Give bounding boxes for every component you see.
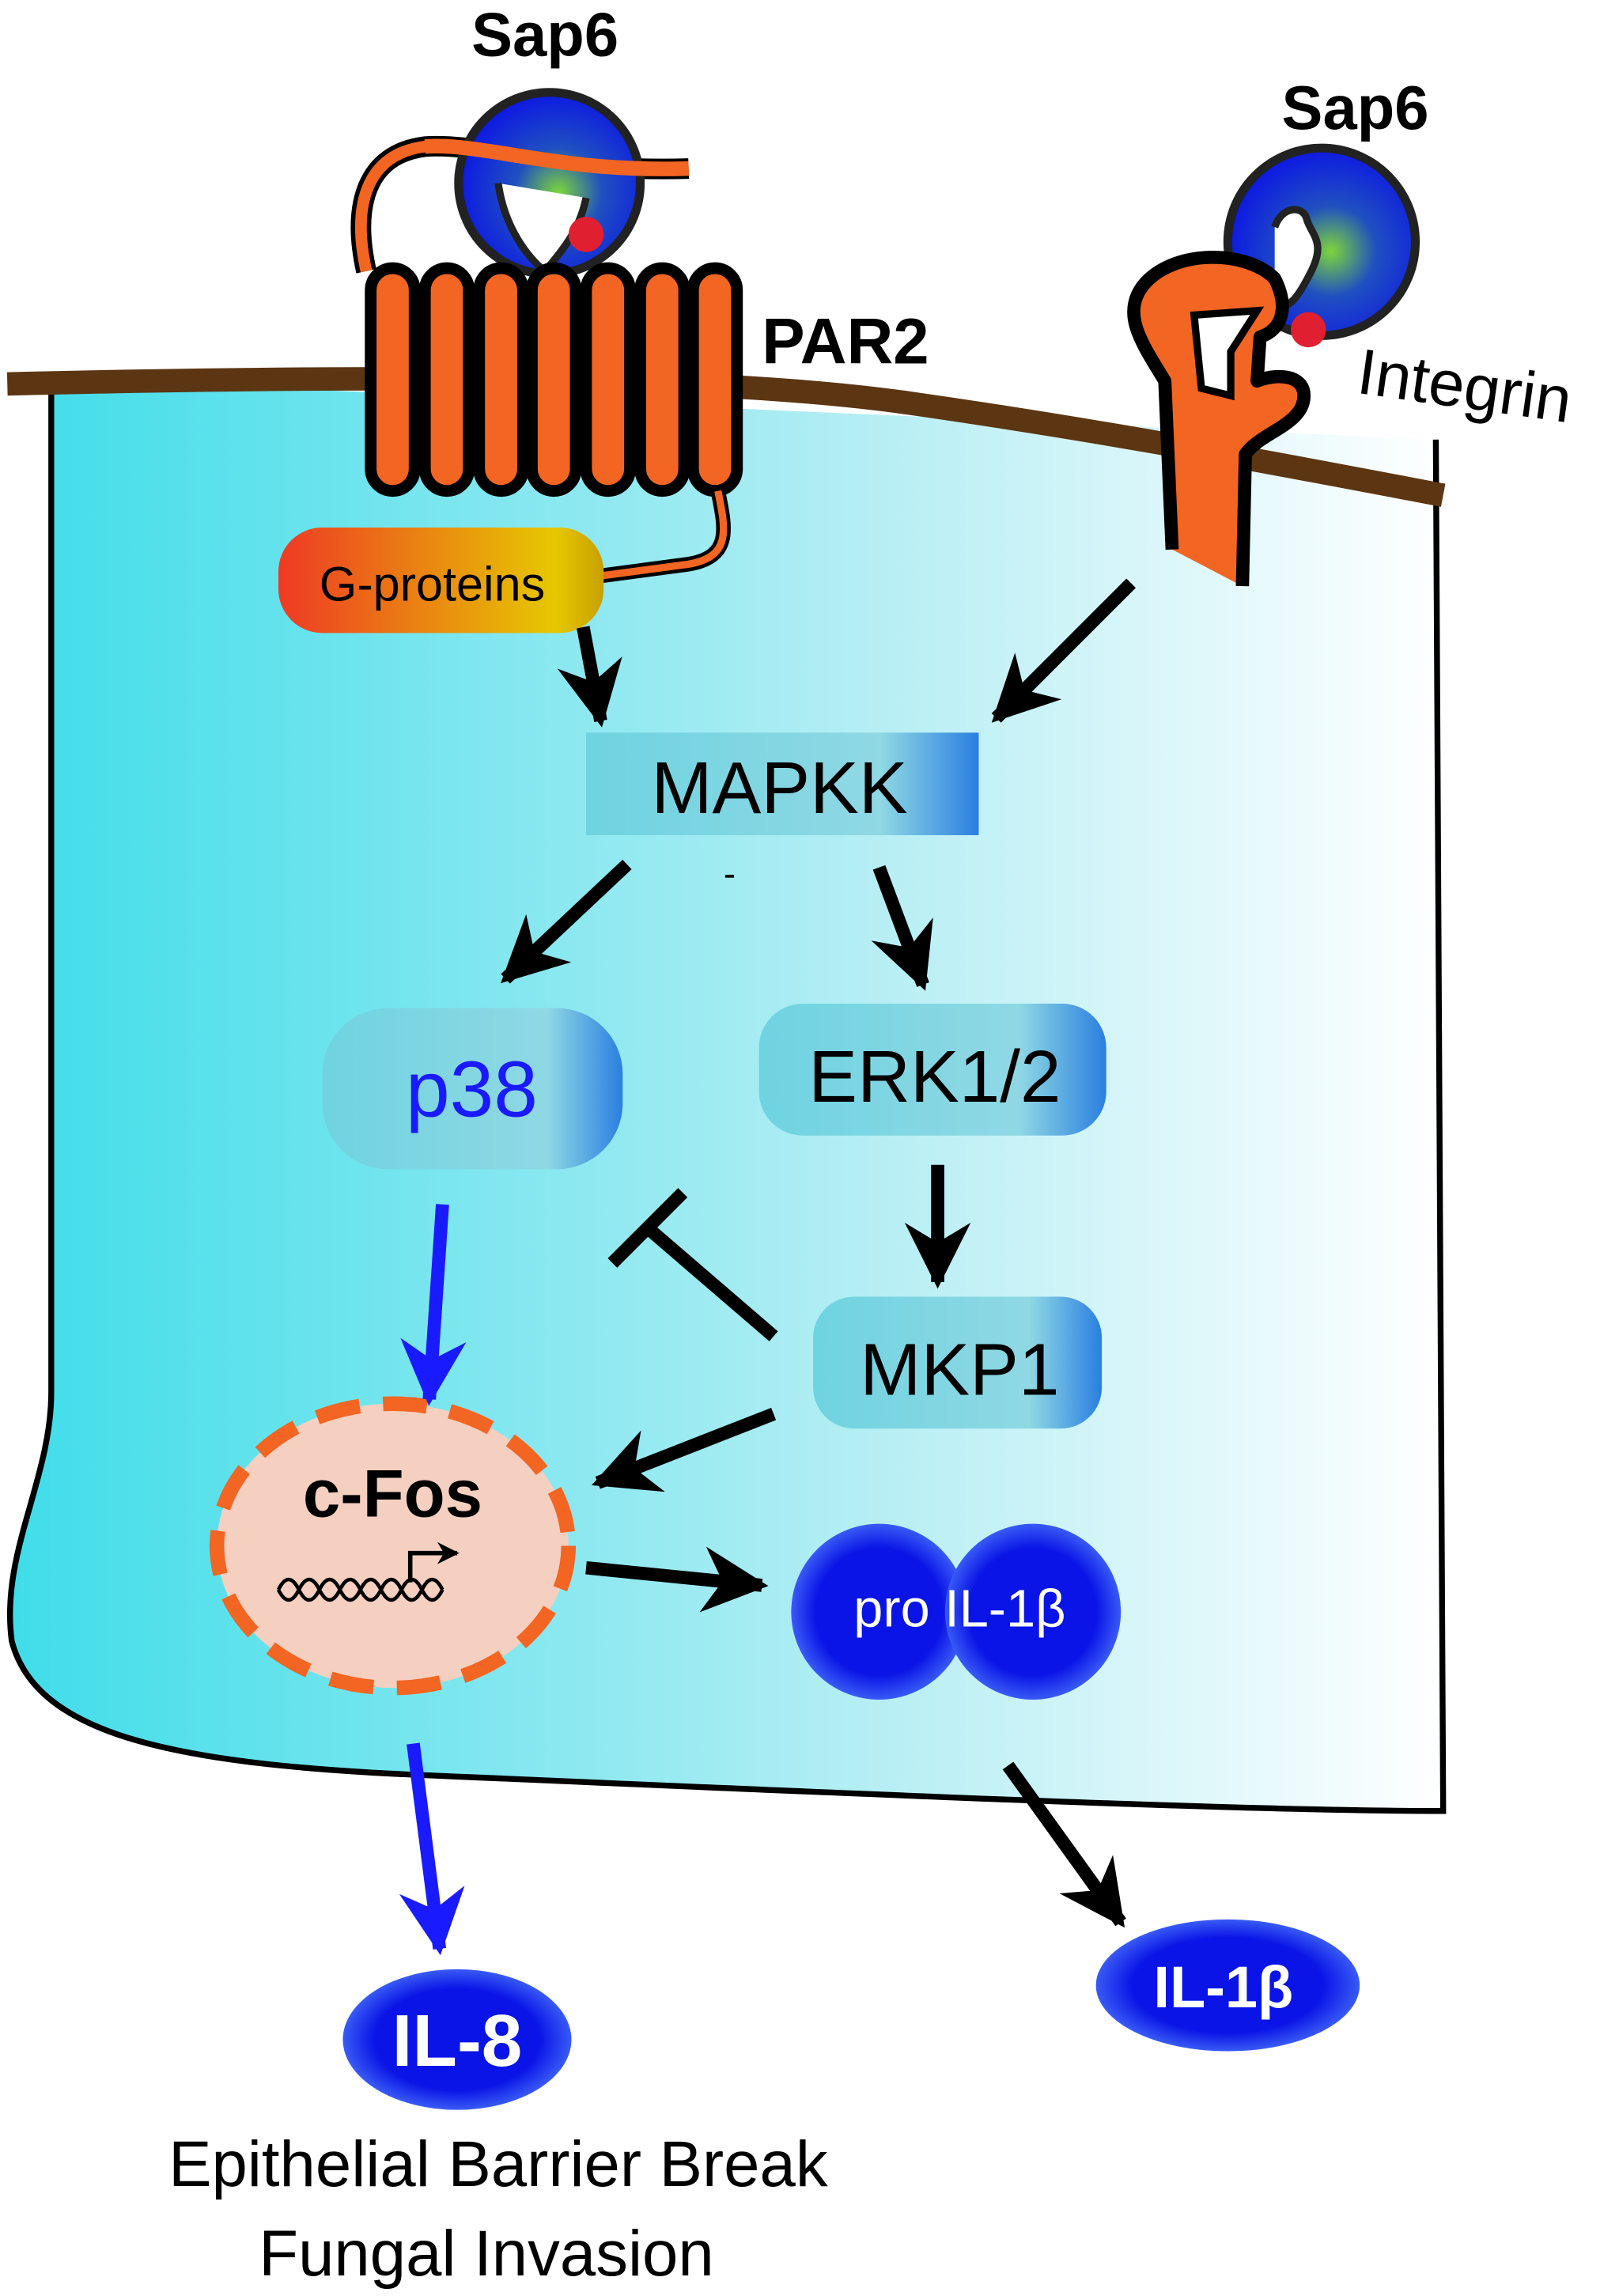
sap6-left-icon [454, 88, 645, 279]
il8-label: IL-8 [392, 1999, 523, 2082]
integrin-label: Integrin [1353, 335, 1576, 437]
pro-il1b-label: pro IL-1β [853, 1579, 1065, 1638]
mkp1-label: MKP1 [860, 1329, 1059, 1411]
arrow-gprotein-mapkk [557, 626, 622, 728]
pro-il1b-node: pro IL-1β [791, 1523, 1122, 1700]
il8-node: IL-8 [342, 1969, 572, 2110]
g-proteins-label: G-proteins [320, 558, 545, 611]
mapkk-label: MAPKK [651, 747, 907, 829]
cell-membrane [6, 367, 1446, 507]
small-dash [724, 875, 735, 878]
arrow-p38-cfos [400, 1204, 467, 1406]
activation-arrows [501, 578, 1137, 1928]
outcome-line1: Epithelial Barrier Break [168, 2128, 828, 2200]
il1b-node: IL-1β [1095, 1919, 1360, 2052]
il1b-label: IL-1β [1153, 1954, 1293, 2020]
arrow-integrin-mapkk [991, 578, 1137, 723]
integrin-receptor [1127, 143, 1420, 587]
p38-node: p38 [322, 1008, 623, 1170]
erk-label: ERK1/2 [808, 1035, 1061, 1118]
g-proteins-node: G-proteins [278, 527, 604, 634]
par2-receptor [350, 88, 743, 586]
mapkk-node: MAPKK [585, 732, 979, 835]
arrow-cfos-il8 [399, 1742, 465, 1956]
arrow-cfos-proil1b [585, 1546, 769, 1613]
sap6-right-label: Sap6 [1282, 74, 1429, 142]
arrow-mapkk-p38 [501, 859, 632, 984]
dna-helix-icon [276, 1577, 444, 1602]
inhibition-mkp1-p38 [607, 1188, 778, 1341]
cell-body [6, 378, 1447, 1814]
cfos-label: c-Fos [303, 1456, 482, 1531]
mkp1-node: MKP1 [813, 1296, 1103, 1429]
erk-node: ERK1/2 [758, 1004, 1106, 1136]
outcome-line2: Fungal Invasion [259, 2218, 713, 2290]
arrow-proil1b-il1b [1002, 1761, 1126, 1928]
par2-label: PAR2 [762, 305, 929, 377]
arrow-mapkk-erk [871, 864, 933, 991]
sap6-left-label: Sap6 [471, 1, 618, 69]
arrow-mkp1-cfos [592, 1407, 777, 1492]
p38-label: p38 [406, 1046, 538, 1134]
transcription-start-icon [407, 1541, 460, 1583]
cfos-nucleus: c-Fos [209, 1396, 577, 1696]
